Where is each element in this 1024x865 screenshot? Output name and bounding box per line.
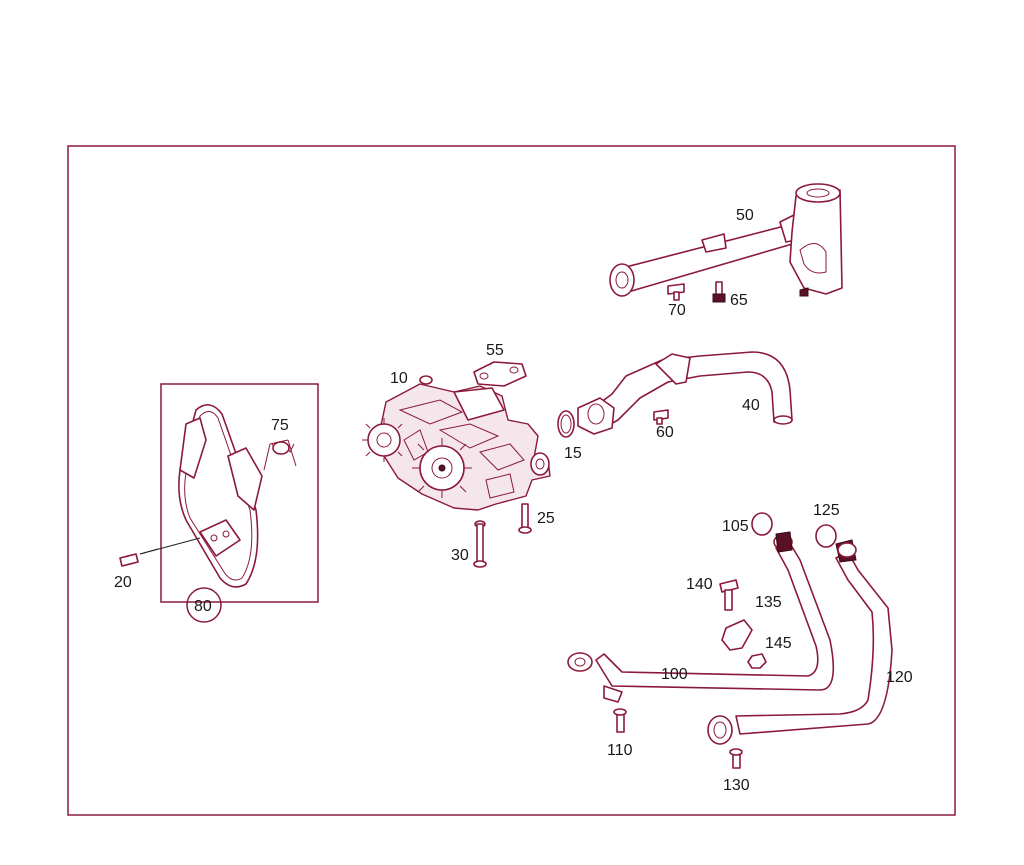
callout-15: 15	[564, 445, 582, 462]
callout-80: 80	[194, 598, 212, 615]
part-60-bolt[interactable]	[653, 409, 669, 425]
part-110-bolt[interactable]	[613, 708, 627, 733]
leader-lines	[139, 537, 201, 555]
callout-120: 120	[886, 669, 913, 686]
part-105-o-ring[interactable]	[751, 512, 773, 536]
part-135-bracket[interactable]	[721, 619, 753, 651]
diagram-frame	[67, 145, 956, 816]
callout-75: 75	[271, 417, 289, 434]
callout-70: 70	[668, 302, 686, 319]
part-25-bolt[interactable]	[518, 503, 532, 534]
part-40-oil-pipe[interactable]	[577, 351, 793, 435]
part-145-nut[interactable]	[747, 653, 767, 669]
part-130-bolt[interactable]	[729, 748, 743, 769]
callout-65: 65	[730, 292, 748, 309]
part-65-bolt[interactable]	[712, 281, 726, 303]
part-15-o-ring[interactable]	[557, 410, 575, 438]
callout-55: 55	[486, 342, 504, 359]
callout-135: 135	[755, 594, 782, 611]
callout-125: 125	[813, 502, 840, 519]
part-70-bolt[interactable]	[667, 283, 685, 301]
callout-25: 25	[537, 510, 555, 527]
part-140-bolt[interactable]	[719, 579, 739, 611]
part-10-oil-pump[interactable]	[362, 375, 551, 511]
part-50-suction-pipe[interactable]	[609, 183, 843, 297]
part-75-tensioner-spring[interactable]	[263, 439, 297, 471]
callout-110: 110	[607, 742, 633, 759]
callout-20: 20	[114, 574, 132, 591]
callout-105: 105	[722, 518, 749, 535]
callout-10: 10	[390, 370, 408, 387]
part-20-bolt[interactable]	[119, 553, 139, 567]
part-80-chain-kit[interactable]	[160, 383, 319, 603]
part-125-o-ring[interactable]	[815, 524, 837, 548]
part-55-gasket[interactable]	[473, 361, 527, 387]
callout-60: 60	[656, 424, 674, 441]
part-100-oil-pipe[interactable]	[567, 531, 835, 703]
part-80-callout-circle	[186, 587, 222, 623]
callout-145: 145	[765, 635, 792, 652]
callout-140: 140	[686, 576, 713, 593]
callout-100: 100	[661, 666, 688, 683]
callout-40: 40	[742, 397, 760, 414]
part-30-bolt[interactable]	[473, 520, 487, 568]
callout-130: 130	[723, 777, 750, 794]
callout-50: 50	[736, 207, 754, 224]
part-120-oil-pipe[interactable]	[707, 539, 893, 745]
callout-30: 30	[451, 547, 469, 564]
